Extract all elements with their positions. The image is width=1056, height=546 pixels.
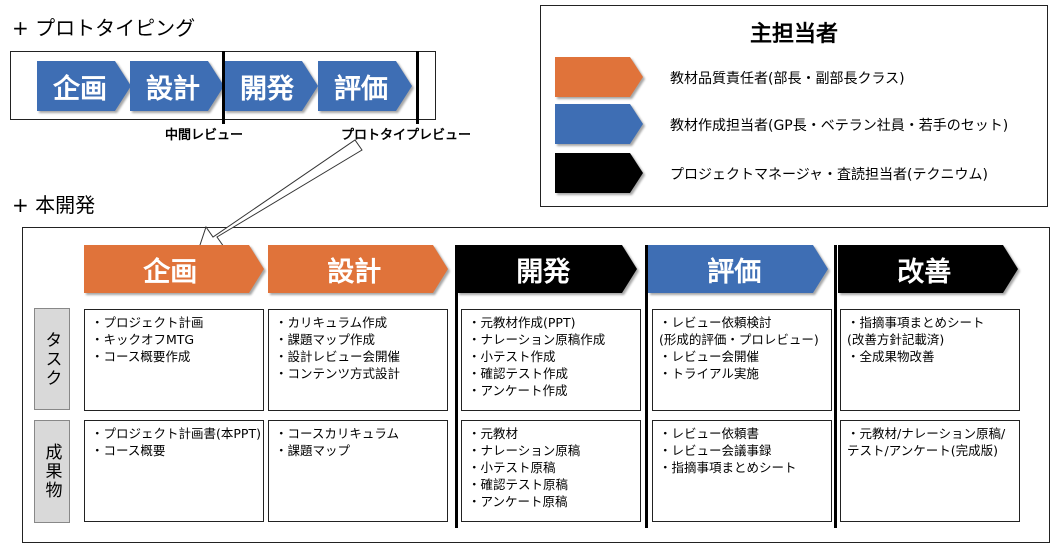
cell-line: ・小テスト原稿: [468, 460, 556, 475]
main-phase-4-label: 評価: [707, 256, 762, 288]
proto-review-marker: [416, 51, 419, 124]
task-cell-5: ・指摘事項まとめシート (改善方針記載済) ・全成果物改善: [840, 309, 1020, 411]
cell-line: (改善方針記載済): [847, 332, 945, 347]
cell-line: ・コース概要作成: [91, 349, 191, 364]
proto-review-label: プロトタイプレビュー: [341, 128, 472, 143]
main-phase-1: 企画: [84, 245, 264, 293]
cell-line: ・コース概要: [91, 443, 166, 458]
divider-dev: [455, 245, 458, 528]
cell-line: ・コースカリキュラム: [275, 426, 400, 441]
deliverable-cell-5: ・元教材/ナレーション原稿/テスト/アンケート(完成版): [840, 420, 1020, 522]
cell-line: テスト/アンケート(完成版): [847, 443, 998, 458]
main-phase-4: 評価: [648, 245, 828, 293]
cell-line: ・キックオフMTG: [91, 332, 195, 347]
proto-phase-2-label: 設計: [146, 73, 200, 105]
main-phase-1-label: 企画: [143, 256, 198, 288]
cell-line: ・カリキュラム作成: [275, 315, 388, 330]
cell-line: ・課題マップ: [275, 443, 351, 458]
legend-swatch-1: [555, 57, 643, 97]
mid-review-marker: [222, 51, 225, 124]
prototyping-heading: + プロトタイピング: [12, 16, 196, 40]
cell-line: ・指摘事項まとめシート: [659, 460, 797, 475]
cell-line: ・アンケート原稿: [468, 494, 568, 509]
proto-phase-1: 企画: [37, 61, 131, 111]
cell-line: ・ナレーション原稿作成: [468, 332, 606, 347]
legend-text-2: 教材作成担当者(GP長・ベテラン社員・若手のセット): [670, 118, 1009, 134]
legend-swatch-2: [555, 104, 643, 144]
proto-phase-3-label: 開発: [240, 73, 294, 105]
main-phase-3-label: 開発: [516, 256, 571, 288]
cell-line: ・元教材/ナレーション原稿/: [847, 426, 1006, 441]
proto-phase-3: 開発: [224, 61, 318, 111]
main-phase-2: 設計: [268, 245, 448, 293]
cell-line: ・レビュー会開催: [659, 349, 760, 364]
deliverable-cell-1: ・プロジェクト計画書(本PPT) ・コース概要: [84, 420, 264, 522]
legend-swatch-3: [555, 153, 643, 193]
cell-line: ・プロジェクト計画書(本PPT): [91, 426, 261, 441]
cell-line: ・プロジェクト計画: [91, 315, 204, 330]
cell-line: ・課題マップ作成: [275, 332, 376, 347]
cell-line: ・ナレーション原稿: [468, 443, 581, 458]
mid-review-label: 中間レビュー: [165, 128, 244, 143]
cell-line: ・アンケート作成: [468, 383, 568, 398]
cell-line: ・元教材: [468, 426, 519, 441]
deliverable-cell-4: ・レビュー依頼書・レビュー会議事録・指摘事項まとめシート: [652, 420, 832, 522]
main-heading: + 本開発: [12, 193, 96, 217]
row-label-tasks: タスク: [34, 308, 70, 410]
cell-line: ・元教材作成(PPT): [468, 315, 576, 330]
deliverable-cell-3: ・元教材・ナレーション原稿・小テスト原稿・確認テスト原稿・アンケート原稿: [461, 420, 641, 522]
task-cell-2: ・カリキュラム作成・課題マップ作成・設計レビュー会開催・コンテンツ方式設計: [268, 309, 448, 411]
deliverable-cell-2: ・コースカリキュラム・課題マップ: [268, 420, 448, 522]
main-phase-2-label: 設計: [327, 256, 382, 288]
task-cell-4: ・レビュー依頼検討 (形成的評価・プロレビュー) ・レビュー会開催・トライアル実施: [652, 309, 832, 411]
legend-text-1: 教材品質責任者(部長・副部長クラス): [670, 71, 905, 87]
main-phase-5-label: 改善: [897, 256, 952, 288]
main-phase-3: 開発: [457, 245, 637, 293]
proto-phase-2: 設計: [130, 61, 224, 111]
proto-phase-4-label: 評価: [334, 73, 388, 105]
cell-line: (形成的評価・プロレビュー): [659, 332, 819, 347]
cell-line: ・全成果物改善: [847, 349, 935, 364]
cell-line: ・レビュー依頼書: [659, 426, 760, 441]
main-phase-5: 改善: [838, 245, 1018, 293]
cell-line: ・レビュー依頼検討: [659, 315, 772, 330]
cell-line: ・コンテンツ方式設計: [275, 366, 401, 381]
cell-line: ・確認テスト原稿: [468, 477, 569, 492]
cell-line: ・トライアル実施: [659, 366, 759, 381]
cell-line: ・指摘事項まとめシート: [847, 315, 985, 330]
cell-line: ・設計レビュー会開催: [275, 349, 401, 364]
cell-line: ・小テスト作成: [468, 349, 556, 364]
legend-text-3: プロジェクトマネージャ・査読担当者(テクニウム): [670, 167, 988, 183]
legend-title: 主担当者: [749, 22, 838, 47]
row-label-deliverables: 成果物: [34, 420, 70, 523]
divider-improve: [834, 245, 837, 528]
cell-line: ・レビュー会議事録: [659, 443, 772, 458]
proto-phase-4: 評価: [318, 61, 412, 111]
task-cell-1: ・プロジェクト計画・キックオフMTG ・コース概要作成: [84, 309, 264, 411]
proto-phase-1-label: 企画: [53, 73, 107, 105]
divider-eval: [645, 245, 648, 528]
cell-line: ・確認テスト作成: [468, 366, 569, 381]
task-cell-3: ・元教材作成(PPT) ・ナレーション原稿作成・小テスト作成・確認テスト作成・アン…: [461, 309, 641, 411]
